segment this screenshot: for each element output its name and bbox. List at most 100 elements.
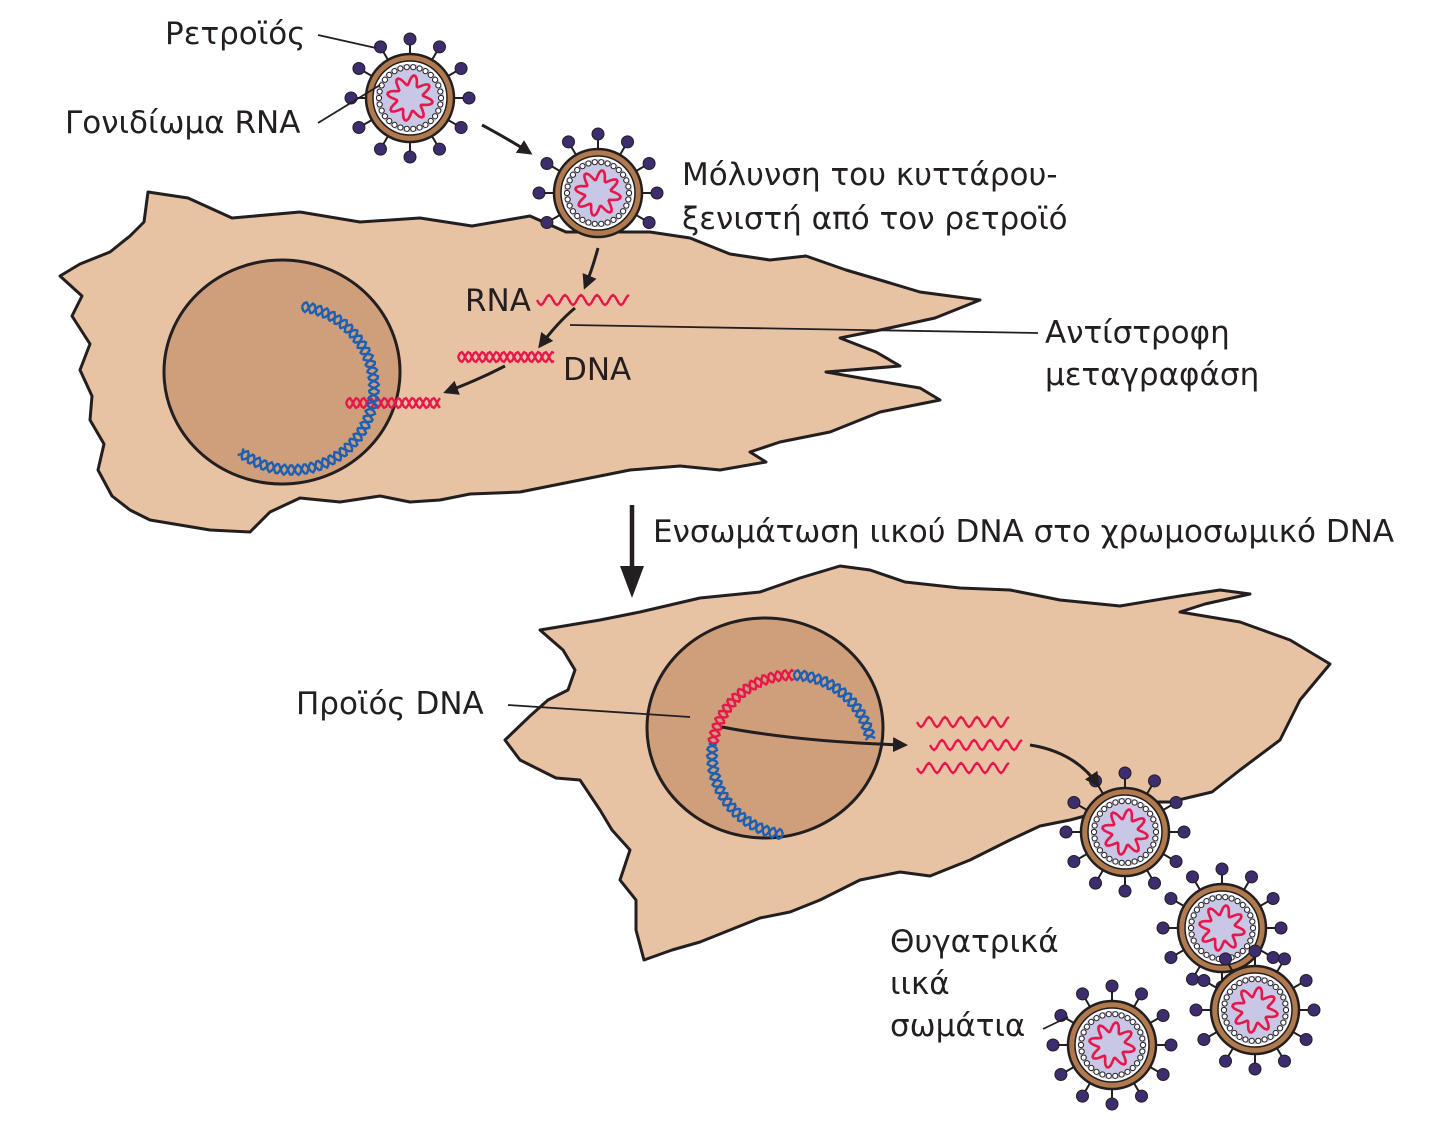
- capsid-protein: [1131, 858, 1138, 865]
- capsid-protein: [1209, 954, 1216, 961]
- capsid-protein: [1276, 988, 1284, 995]
- capsid-protein: [416, 124, 423, 131]
- capsid-protein: [1249, 918, 1256, 925]
- capsid-protein: [403, 64, 410, 71]
- capsid-protein: [410, 125, 417, 132]
- capsid-protein: [381, 76, 389, 83]
- capsid-protein: [1267, 980, 1274, 987]
- capsid-protein: [1091, 835, 1098, 842]
- capsid-protein: [410, 64, 417, 71]
- capsid-protein: [1106, 855, 1113, 862]
- capsid-protein: [604, 219, 611, 226]
- capsid-protein: [1090, 828, 1098, 836]
- capsid-protein: [1112, 1011, 1119, 1018]
- capsid-protein: [615, 166, 622, 174]
- virus-spike-knob: [1156, 1068, 1170, 1081]
- virus-spike-knob: [433, 142, 446, 156]
- capsid-protein: [1282, 1006, 1290, 1014]
- capsid-protein: [427, 71, 434, 79]
- viral-rna-transcript-2: [928, 738, 1023, 752]
- viral-rna: [1101, 808, 1149, 856]
- capsid-protein: [598, 159, 605, 166]
- capsid-protein: [1112, 1072, 1119, 1079]
- virus-spike-knob: [433, 40, 446, 54]
- virus-spike-knob: [1118, 884, 1132, 898]
- virus-spike-knob: [374, 40, 387, 54]
- capsid-protein: [1124, 1015, 1131, 1022]
- virus-spike-knob: [1307, 1003, 1321, 1017]
- progeny-virus-3: [1046, 979, 1178, 1111]
- capsid-protein: [427, 117, 434, 125]
- virus-spike-knob: [462, 91, 476, 105]
- virus-spike-knob: [1148, 876, 1161, 890]
- capsid-protein: [1118, 859, 1125, 866]
- virus-spike-knob: [1197, 974, 1211, 987]
- capsid-protein: [1239, 901, 1246, 909]
- virus-spike-knob: [1105, 979, 1119, 993]
- capsid-protein: [1203, 898, 1210, 905]
- virus-spike-knob: [1164, 1038, 1178, 1052]
- budding-virus: [1059, 766, 1191, 898]
- label-rna-genome: Γονιδίωμα RNA: [65, 105, 300, 141]
- capsid-protein: [1249, 931, 1256, 938]
- capsid-protein: [1137, 802, 1144, 809]
- capsid-protein: [625, 183, 632, 190]
- capsid-protein: [625, 189, 633, 197]
- viral-dna-copy: [456, 350, 555, 364]
- virus-spike-knob: [642, 216, 656, 229]
- virus-spike-knob: [1266, 951, 1280, 964]
- capsid-protein: [566, 177, 573, 184]
- capsid-protein: [1188, 918, 1195, 925]
- capsid-protein: [1272, 983, 1279, 991]
- capsid-protein: [1231, 1029, 1238, 1037]
- virus-spike-knob: [403, 32, 417, 46]
- virus-spike-knob: [1076, 1089, 1089, 1103]
- virus-spike-knob: [621, 135, 634, 149]
- capsid-protein: [1242, 977, 1249, 984]
- capsid-protein: [397, 124, 404, 131]
- capsid-protein: [1188, 931, 1195, 938]
- viral-capsid: [1078, 1011, 1146, 1079]
- capsid-protein: [1099, 1071, 1106, 1078]
- capsid-protein: [375, 94, 383, 102]
- capsid-protein: [422, 68, 429, 75]
- viral-dna-entering-nucleus: [344, 396, 441, 410]
- capsid-protein: [1101, 805, 1108, 813]
- capsid-protein: [1137, 855, 1144, 862]
- label-progeny-line1: Θυγατρικά: [890, 924, 1059, 960]
- capsid-protein: [1137, 1029, 1144, 1036]
- capsid-protein: [1255, 976, 1262, 983]
- virus-spike-knob: [1186, 972, 1199, 986]
- capsid-protein: [598, 220, 605, 227]
- viral-capsid: [1188, 894, 1256, 962]
- pointer-retrovirus: [317, 34, 377, 49]
- virus-spike-knob: [1219, 1054, 1232, 1068]
- capsid-protein: [431, 113, 439, 120]
- label-provirus: Προϊός DNA: [296, 686, 484, 722]
- capsid-protein: [564, 183, 571, 190]
- capsid-protein: [435, 82, 442, 89]
- capsid-protein: [563, 189, 571, 197]
- capsid-protein: [1112, 858, 1119, 865]
- capsid-protein: [1118, 1012, 1125, 1019]
- arrow-assembly: [1029, 743, 1100, 788]
- virus-spike-knob: [1105, 1097, 1119, 1111]
- capsid-protein: [1198, 947, 1205, 955]
- progeny-virus-1: [1156, 862, 1288, 994]
- virus-spike-knob: [1197, 1033, 1211, 1046]
- virus-spike-knob: [352, 121, 366, 134]
- capsid-protein: [431, 76, 439, 83]
- virus-spike-knob: [591, 127, 605, 141]
- capsid-protein: [1247, 912, 1254, 919]
- viral-dna-copy-strand2: [456, 350, 555, 364]
- capsid-protein: [610, 216, 617, 223]
- capsid-protein: [1193, 906, 1201, 913]
- capsid-protein: [1131, 799, 1138, 806]
- capsid-protein: [1215, 894, 1222, 901]
- capsid-protein: [1080, 1029, 1087, 1036]
- capsid-protein: [1106, 802, 1113, 809]
- virus-spike-knob: [650, 186, 664, 200]
- arrow-transcription: [721, 725, 908, 753]
- pointer-provirus: [507, 704, 691, 718]
